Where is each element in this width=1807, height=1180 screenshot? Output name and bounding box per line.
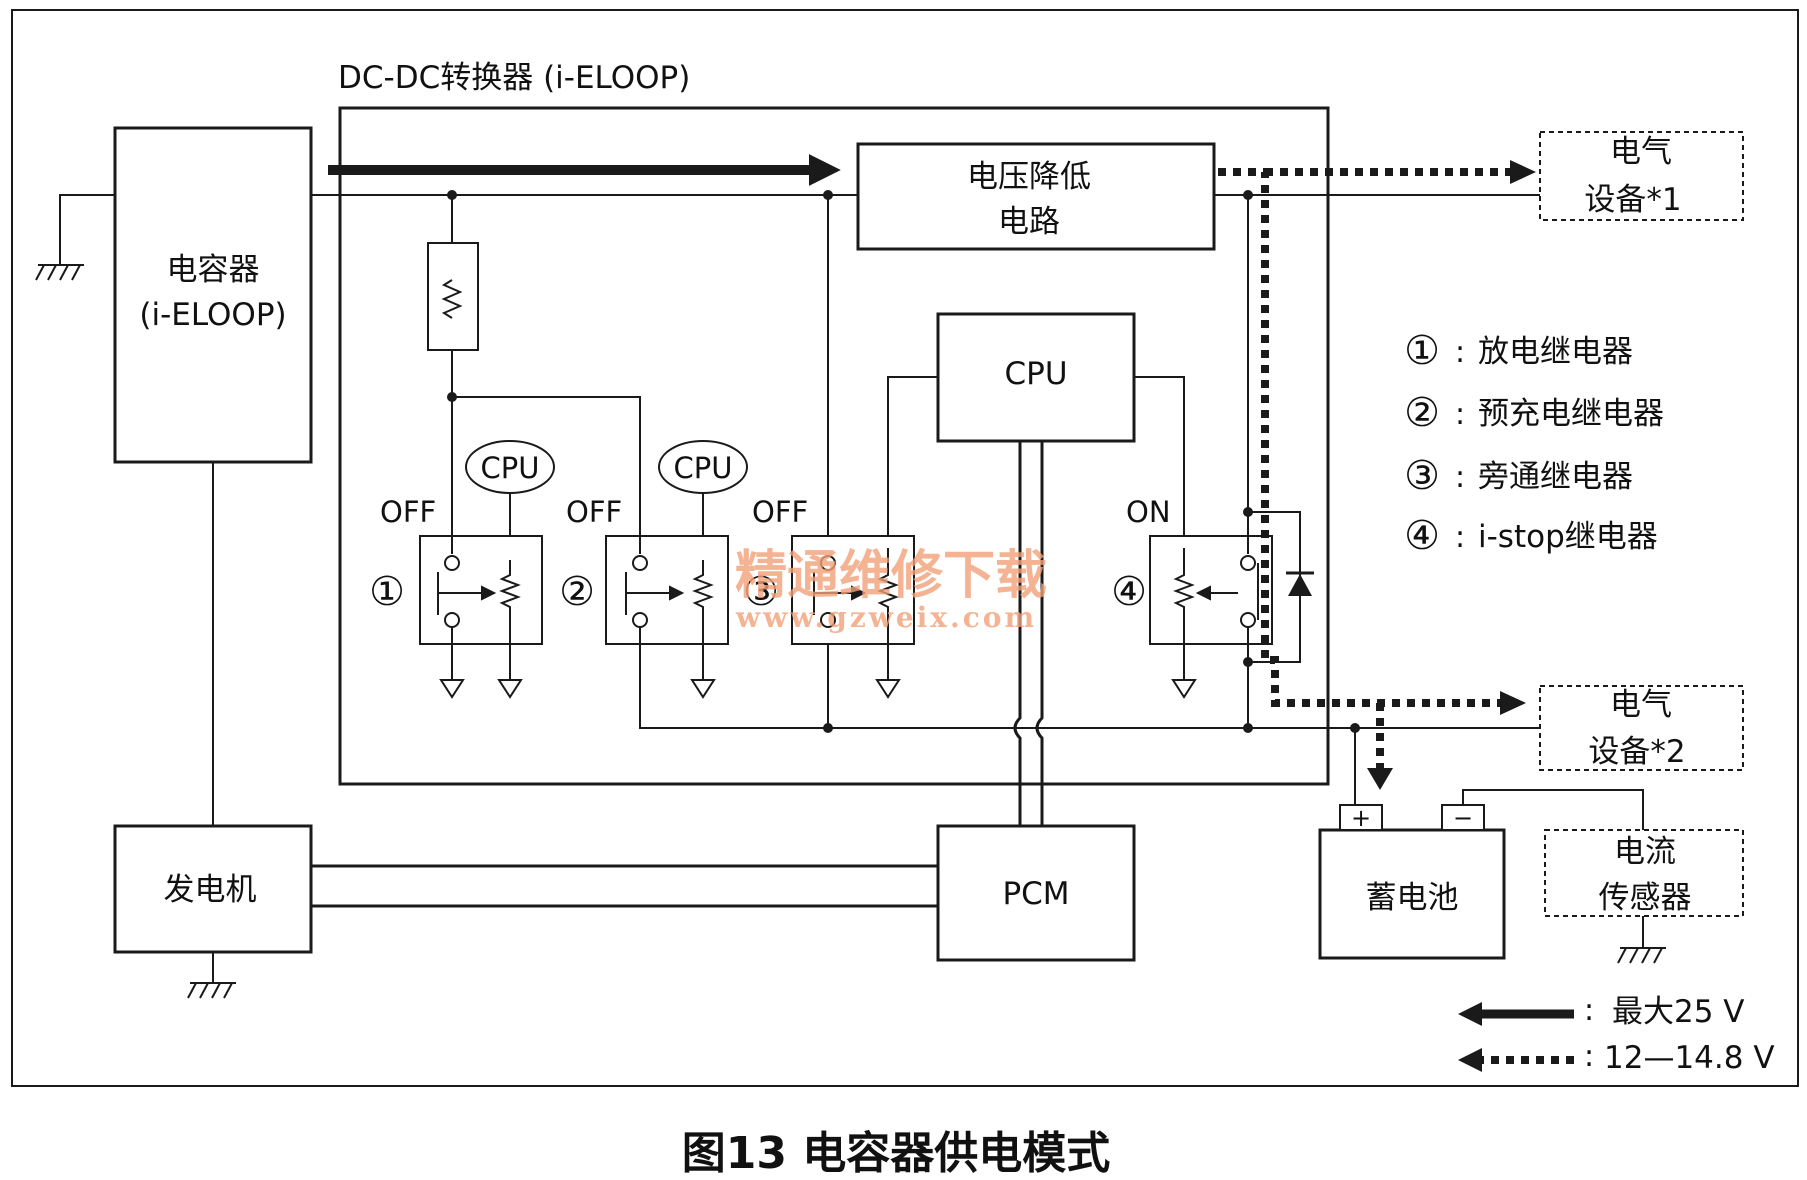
diode-symbol bbox=[1286, 571, 1314, 596]
junction-dot bbox=[1243, 190, 1253, 200]
legend-4-number: ④ bbox=[1404, 513, 1440, 559]
legend-solid-sep: : bbox=[1584, 993, 1594, 1028]
figure-caption: 图13 电容器供电模式 bbox=[682, 1128, 1111, 1179]
junction-dot bbox=[447, 392, 457, 402]
relay-2-number: ② bbox=[559, 569, 595, 615]
generator-block bbox=[113, 824, 313, 954]
legend-1-text: 放电继电器 bbox=[1478, 334, 1633, 370]
junction-dot bbox=[1243, 723, 1253, 733]
junction-dot bbox=[1350, 723, 1360, 733]
equip1-sublabel: 设备*1 bbox=[1584, 182, 1681, 218]
legend-1-number: ① bbox=[1404, 328, 1440, 374]
junction-dot bbox=[447, 190, 457, 200]
legend-3-number: ③ bbox=[1404, 453, 1440, 499]
cpu-tag-1-label: CPU bbox=[481, 451, 540, 485]
voltage-reducer-sublabel: 电路 bbox=[998, 204, 1060, 240]
relay-1-state: OFF bbox=[380, 495, 436, 529]
dotted-arrowhead-equip1 bbox=[1510, 160, 1536, 184]
relay-3-number: ③ bbox=[743, 569, 779, 615]
voltage-reducer-block bbox=[856, 142, 1216, 251]
generator-label: 发电机 bbox=[164, 872, 257, 908]
capacitor-sublabel: (i-ELOOP) bbox=[139, 297, 286, 333]
relay-4-number: ④ bbox=[1111, 569, 1147, 615]
cpu-pcm-bus bbox=[1013, 441, 1044, 826]
legend-3-text: 旁通继电器 bbox=[1478, 459, 1633, 495]
watermark-title: 精通维修下载 bbox=[735, 545, 1047, 606]
ground-symbol-capacitor bbox=[35, 194, 115, 281]
legend-4-text: i-stop继电器 bbox=[1478, 519, 1658, 555]
legend-4-sep: : bbox=[1455, 520, 1465, 555]
battery-label: 蓄电池 bbox=[1366, 880, 1459, 916]
legend-2-text: 预充电继电器 bbox=[1478, 396, 1664, 432]
watermark: 精通维修下载 www.gzweix.com bbox=[735, 545, 1047, 634]
cpu-relay4-control-wire bbox=[1134, 376, 1185, 548]
junction-dot bbox=[823, 190, 833, 200]
relay-1 bbox=[419, 535, 543, 699]
battery-positive-terminal bbox=[1339, 804, 1383, 831]
junction-dot bbox=[1243, 507, 1253, 517]
capacitor-label: 电容器 bbox=[167, 252, 260, 288]
legend-3-sep: : bbox=[1455, 460, 1465, 495]
equip1-label: 电气 bbox=[1610, 134, 1672, 170]
pcm-label: PCM bbox=[1002, 876, 1069, 912]
low-voltage-dotted-path bbox=[1218, 168, 1510, 770]
relay-4-state: ON bbox=[1126, 495, 1171, 529]
equip2-label: 电气 bbox=[1610, 687, 1672, 723]
relay-2 bbox=[605, 535, 729, 728]
relay-4 bbox=[1149, 535, 1273, 699]
equip2-sublabel: 设备*2 bbox=[1588, 734, 1685, 770]
pcm-block bbox=[936, 824, 1136, 962]
relay-2-state: OFF bbox=[566, 495, 622, 529]
legend-solid-text: 最大25 V bbox=[1612, 994, 1745, 1030]
legend-dotted-sep: : bbox=[1584, 1039, 1594, 1074]
battery-sensor-wire bbox=[1462, 789, 1644, 830]
relay-3-state: OFF bbox=[752, 495, 808, 529]
legend-solid-arrowhead bbox=[1458, 1002, 1482, 1026]
battery-block bbox=[1318, 828, 1506, 960]
watermark-url: www.gzweix.com bbox=[735, 601, 1037, 634]
battery-negative-terminal bbox=[1441, 804, 1485, 831]
junction-dot bbox=[1243, 657, 1253, 667]
converter-title: DC-DC转换器 (i-ELOOP) bbox=[338, 60, 690, 96]
current-sensor-label: 电流 bbox=[1614, 834, 1676, 870]
cpu-relay3-control-wire bbox=[887, 376, 938, 548]
relay-1-number: ① bbox=[369, 569, 405, 615]
battery-plus-sign: + bbox=[1351, 804, 1371, 832]
legend-2-sep: : bbox=[1455, 397, 1465, 432]
outer-frame bbox=[11, 9, 1799, 1087]
junction-dot bbox=[823, 723, 833, 733]
cpu-block bbox=[936, 312, 1136, 443]
electrical-equipment-2 bbox=[1539, 685, 1744, 771]
relay-legend: ① : 放电继电器 ② : 预充电继电器 ③ : 旁通继电器 ④ : i-sto… bbox=[1404, 328, 1664, 559]
relay-3 bbox=[791, 535, 915, 699]
legend-dotted-text: 12—14.8 V bbox=[1604, 1040, 1775, 1076]
converter-boundary bbox=[338, 106, 1330, 786]
ground-symbol-generator bbox=[187, 952, 236, 999]
dotted-arrowhead-battery bbox=[1367, 768, 1393, 790]
voltage-reducer-label: 电压降低 bbox=[967, 159, 1091, 195]
cpu-tag-2-label: CPU bbox=[674, 451, 733, 485]
legend-dotted-arrowhead bbox=[1458, 1048, 1482, 1072]
current-sensor-block bbox=[1544, 829, 1744, 917]
battery-minus-sign: − bbox=[1453, 804, 1473, 832]
capacitor-block bbox=[113, 126, 313, 464]
legend-1-sep: : bbox=[1455, 335, 1465, 370]
electrical-equipment-1 bbox=[1539, 131, 1744, 221]
cpu-block-label: CPU bbox=[1004, 356, 1067, 392]
current-sensor-sublabel: 传感器 bbox=[1599, 880, 1692, 916]
arrow-legend: : 最大25 V : 12—14.8 V bbox=[1458, 993, 1775, 1076]
legend-2-number: ② bbox=[1404, 390, 1440, 436]
dotted-arrowhead-equip2 bbox=[1500, 691, 1526, 715]
ground-symbol-sensor bbox=[1617, 916, 1666, 964]
